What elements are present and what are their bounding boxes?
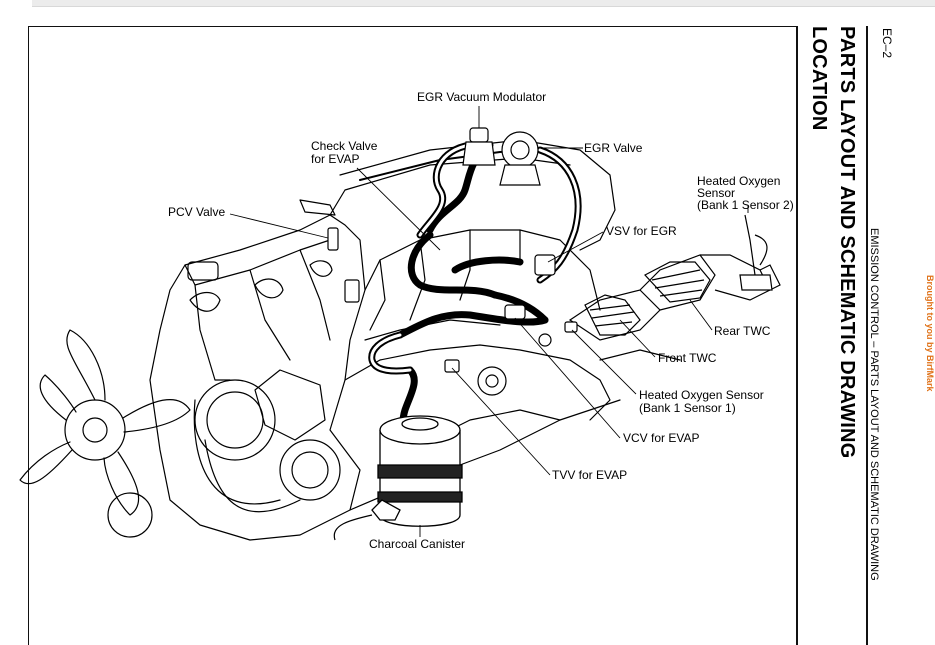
egr-vacuum-modulator-icon xyxy=(469,127,489,143)
rear-twc-icon xyxy=(644,261,711,303)
diagram-frame xyxy=(28,26,798,645)
label-charcoal-canister: Charcoal Canister xyxy=(369,537,466,551)
label-check-valve-line1: Check Valve xyxy=(311,139,378,153)
top-bar xyxy=(32,0,935,7)
fan-icon xyxy=(19,329,191,516)
leader-lines xyxy=(229,106,749,537)
ho2-sensor-2-icon xyxy=(739,214,773,291)
ho2-sensor-1-icon xyxy=(564,321,578,333)
label-ho2-b1s2-line3: (Bank 1 Sensor 2) xyxy=(697,198,794,212)
vacuum-hoses xyxy=(368,141,582,454)
pcv-valve-icon xyxy=(327,227,339,251)
charcoal-canister-icon xyxy=(371,415,463,527)
label-ho2-b1s2-line2: Sensor xyxy=(697,186,736,200)
canister-line xyxy=(333,514,373,541)
label-ho2-b1s2-line1: Heated Oxygen xyxy=(697,174,781,188)
front-twc-icon xyxy=(584,294,641,336)
tvv-evap-icon xyxy=(444,359,460,373)
label-ho2-b1s1-line2: (Bank 1 Sensor 1) xyxy=(639,401,736,415)
label-ho2-b1s1-line1: Heated Oxygen Sensor xyxy=(639,388,764,402)
label-egr-vacuum-modulator: EGR Vacuum Modulator xyxy=(417,90,547,104)
header-divider xyxy=(866,26,868,645)
vsv-egr-icon xyxy=(534,254,556,276)
vcv-evap-icon xyxy=(504,304,526,320)
label-pcv-valve: PCV Valve xyxy=(168,205,226,219)
label-vcv-evap: VCV for EVAP xyxy=(623,431,700,445)
label-egr-valve: EGR Valve xyxy=(584,141,643,155)
label-tvv-evap: TVV for EVAP xyxy=(552,468,628,482)
label-check-valve-line2: for EVAP xyxy=(311,152,360,166)
label-rear-twc: Rear TWC xyxy=(714,324,771,338)
label-vsv-egr: VSV for EGR xyxy=(606,224,677,238)
label-front-twc: Front TWC xyxy=(658,351,717,365)
egr-components xyxy=(327,127,556,373)
